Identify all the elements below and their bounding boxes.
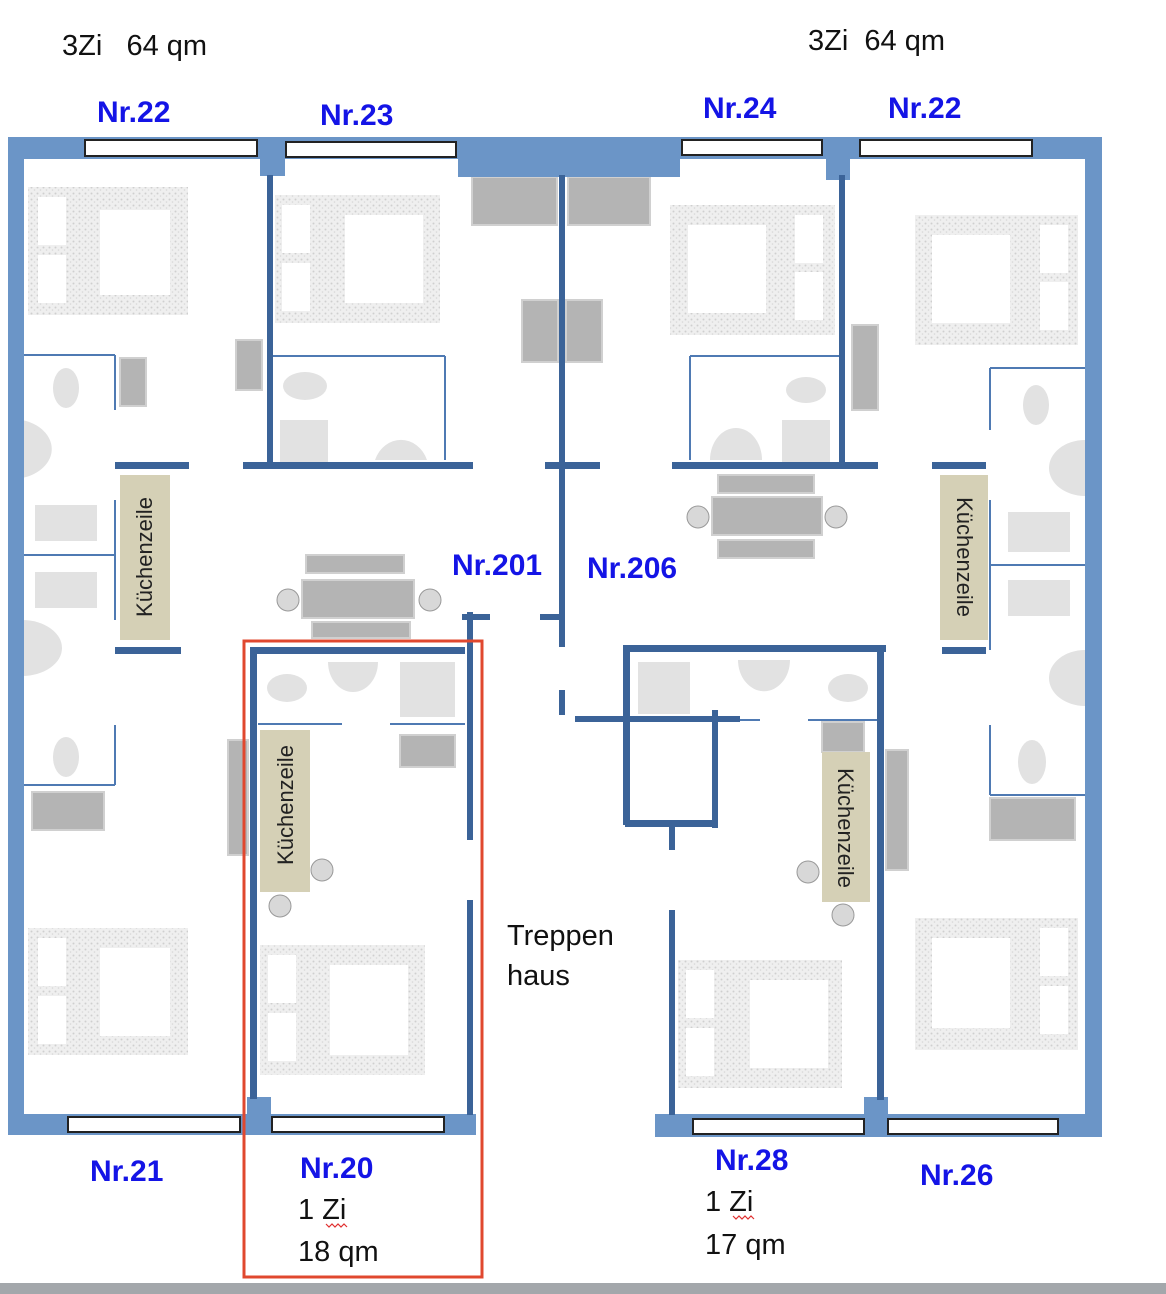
unit-label-nr23: Nr.23 — [320, 99, 393, 132]
kitchen-label: Küchenzeile — [132, 497, 157, 617]
bed — [915, 215, 1078, 345]
unit-label-nr22-left: Nr.22 — [97, 96, 170, 129]
nr28-rooms: 1 Zi — [705, 1186, 753, 1218]
unit-label-nr206: Nr.206 — [587, 552, 677, 585]
nr20-rooms: 1 Zi — [298, 1194, 346, 1226]
spellcheck-underline — [732, 1215, 755, 1220]
unit-label-nr28: Nr.28 — [715, 1144, 788, 1177]
unit-label-nr201: Nr.201 — [452, 549, 542, 582]
kitchen-label: Küchenzeile — [273, 745, 298, 865]
furniture — [31, 176, 1076, 927]
unit-label-nr21: Nr.21 — [90, 1155, 163, 1188]
unit-label-nr22-right: Nr.22 — [888, 92, 961, 125]
bed — [28, 928, 188, 1055]
kitchen-block — [260, 730, 310, 892]
unit-label-nr20: Nr.20 — [300, 1152, 373, 1185]
bed — [260, 945, 425, 1075]
kitchen-label: Küchenzeile — [952, 497, 977, 617]
bed — [670, 205, 835, 335]
partition-lines — [22, 354, 1085, 796]
kitchen-label: Küchenzeile — [833, 768, 858, 888]
kitchen-block — [120, 475, 170, 640]
nr28-area: 17 qm — [705, 1229, 786, 1261]
stairwell-label-line2: haus — [507, 960, 570, 992]
right-unit-info: 3Zi 64 qm — [808, 25, 945, 57]
kitchenettes: Küchenzeile Küchenzeile Küchenzeile Küch… — [120, 475, 988, 902]
unit-label-nr26: Nr.26 — [920, 1159, 993, 1192]
unit-label-nr24: Nr.24 — [703, 92, 777, 125]
bottom-bar — [0, 1283, 1166, 1294]
kitchen-block — [822, 752, 870, 902]
bed — [678, 960, 842, 1088]
kitchen-block — [940, 475, 988, 640]
stairwell-label-line1: Treppen — [507, 920, 614, 952]
inner-walls — [115, 175, 986, 1115]
left-unit-info: 3Zi 64 qm — [62, 30, 207, 62]
bed — [28, 187, 188, 315]
unit-labels: Nr.22 Nr.23 Nr.24 Nr.22 Nr.201 Nr.206 Nr… — [90, 92, 993, 1192]
highlight-box-nr20 — [242, 639, 484, 1279]
nr20-area: 18 qm — [298, 1236, 379, 1268]
sanitary-fixtures — [22, 368, 1085, 784]
windows — [67, 139, 1059, 1135]
bed — [275, 195, 440, 323]
beds — [28, 187, 1078, 1088]
spellcheck-underline — [325, 1223, 348, 1228]
bed — [915, 918, 1078, 1050]
